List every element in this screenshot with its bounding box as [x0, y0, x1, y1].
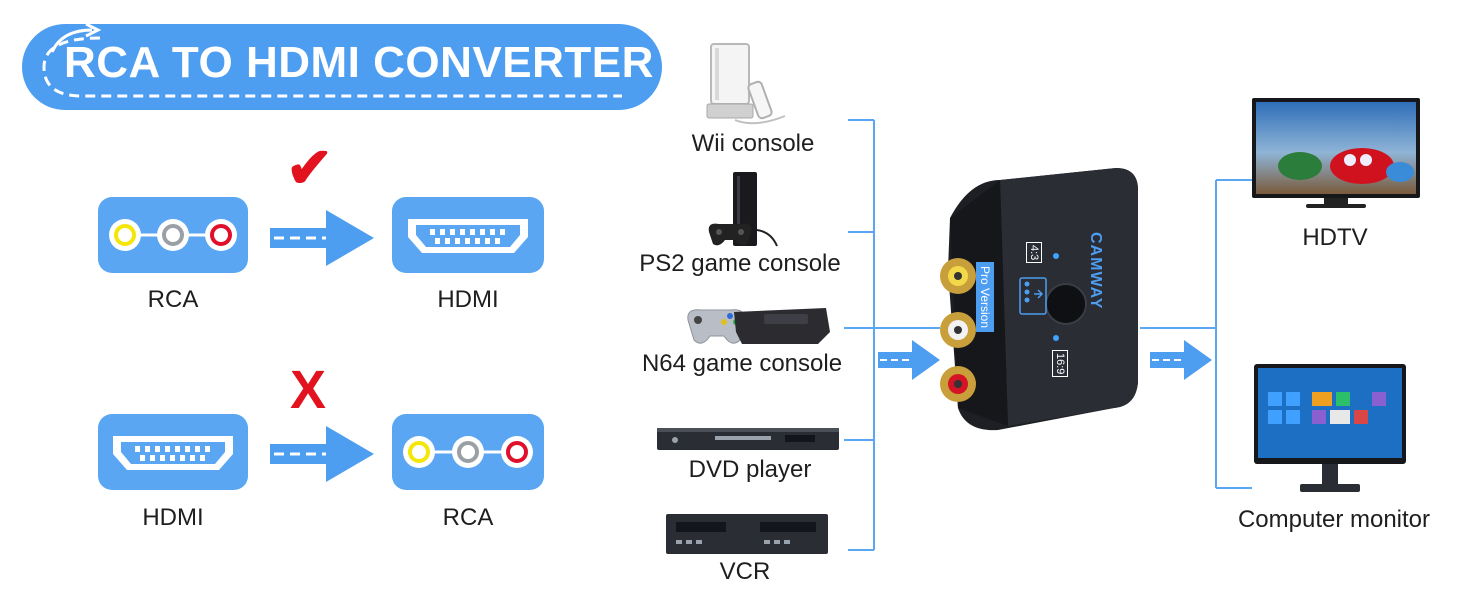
hdmi-tile [392, 197, 544, 273]
source-label-ps2: PS2 game console [639, 250, 841, 277]
converter-device [940, 168, 1138, 431]
check-icon: ✔ [286, 136, 333, 199]
source-label-dvd: DVD player [688, 456, 812, 483]
supported-arrow-icon [270, 210, 374, 266]
hdmi-tile-unsupported [98, 414, 248, 490]
hdtv-icon [1252, 98, 1420, 208]
device-brand: CAMWAY [1087, 232, 1104, 310]
output-label-monitor: Computer monitor [1237, 506, 1431, 533]
n64-console-icon [687, 308, 830, 344]
ratio-4-3-label: 4:3 [1026, 242, 1042, 264]
computer-monitor-icon [1254, 364, 1406, 492]
device-edition: Pro Version [976, 262, 994, 333]
dvd-player-icon [657, 428, 839, 450]
outputs-bracket [1140, 179, 1252, 489]
unsupported-arrow-icon [270, 426, 374, 482]
hdmi-port-icon [113, 436, 233, 470]
ratio-16-9-label: 16:9 [1052, 350, 1068, 378]
wii-console-icon [706, 43, 786, 125]
rca-tile [98, 197, 248, 273]
supported-to-label: HDMI [437, 286, 499, 313]
ps2-console-icon [708, 172, 778, 247]
title-banner [22, 24, 662, 110]
cross-icon: X [290, 360, 327, 420]
sources-bracket [844, 119, 940, 551]
output-arrow-icon [1150, 340, 1212, 380]
vcr-icon [666, 514, 828, 554]
supported-from-label: RCA [147, 286, 199, 313]
title-decoration [42, 24, 622, 98]
unsupported-to-label: RCA [442, 504, 494, 531]
hdmi-port-icon [408, 219, 528, 253]
rca-jacks-icon [403, 436, 533, 468]
rca-jacks-on-device [940, 258, 976, 402]
unsupported-from-label: HDMI [142, 504, 204, 531]
page-title: RCA TO HDMI CONVERTER [64, 38, 654, 87]
rca-tile-unsupported [392, 414, 544, 490]
output-label-hdtv: HDTV [1302, 224, 1368, 251]
input-arrow-icon [878, 340, 940, 380]
source-label-vcr: VCR [719, 558, 771, 585]
source-label-wii: Wii console [691, 130, 815, 157]
source-label-n64: N64 game console [641, 350, 843, 377]
rca-jacks-icon [109, 219, 237, 251]
